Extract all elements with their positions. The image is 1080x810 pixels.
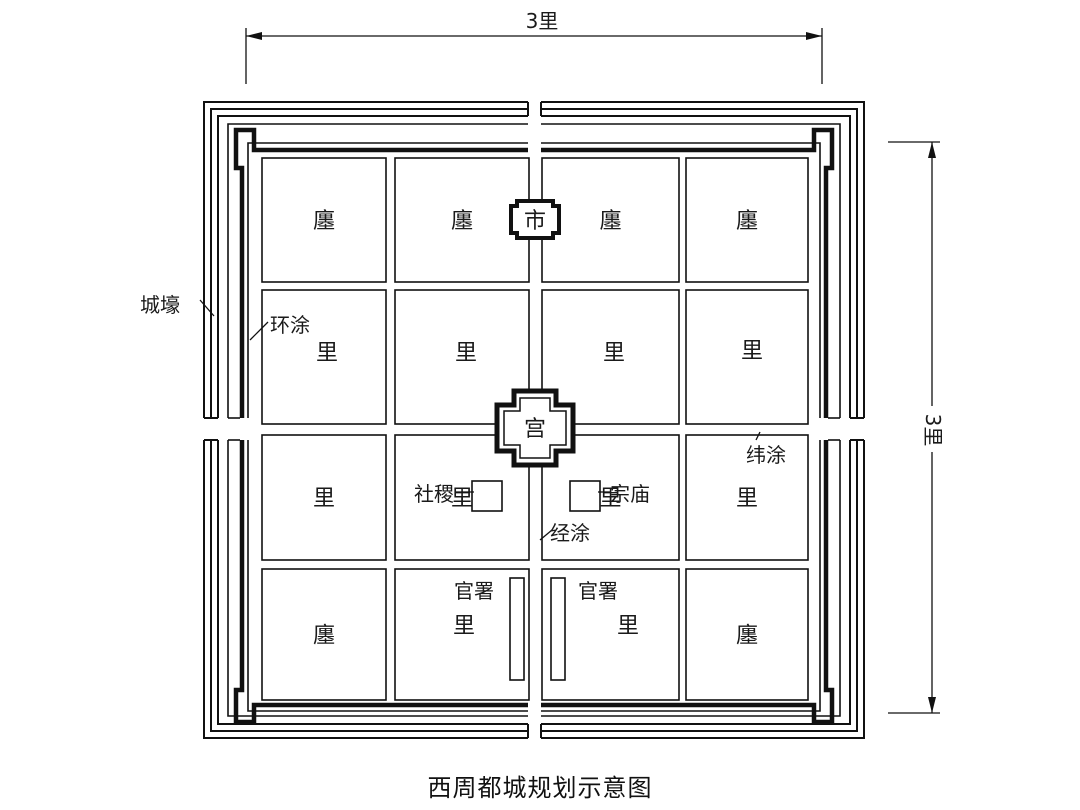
office-left-label: 官署 [454, 579, 494, 603]
leader-lines [199, 299, 761, 541]
block-r1-c1 [394, 289, 530, 425]
top-dimension-label: 3里 [526, 9, 559, 33]
block-label-r2-c2: 里 [599, 487, 621, 512]
block-r1-c3 [685, 289, 809, 425]
block-r2-c1 [394, 434, 530, 561]
office-right-label: 官署 [578, 579, 618, 603]
block-r2-c3 [685, 434, 809, 561]
block-label-r0-c3: 廛 [736, 209, 758, 234]
block-r3-c1 [394, 568, 530, 701]
block-label-r3-c1: 里 [453, 614, 475, 639]
block-r3-c3 [685, 568, 809, 701]
temple-label: 宗庙 [610, 482, 650, 506]
block-r0-c0 [261, 157, 387, 283]
altar-label: 社稷 [414, 482, 454, 506]
block-label-r0-c2: 廛 [599, 209, 621, 234]
right-dimension-label: 3里 [921, 414, 945, 447]
block-label-r1-c3: 里 [741, 339, 763, 364]
block-label-r1-c1: 里 [455, 341, 477, 366]
block-r2-c2 [541, 434, 680, 561]
office-strip-right [550, 577, 566, 681]
palace-marker: 宫 [494, 388, 576, 468]
altar-square [471, 480, 503, 512]
block-label-r1-c0: 里 [316, 341, 338, 366]
office-strip-left [509, 577, 525, 681]
east-west-road-label: 纬涂 [746, 443, 786, 467]
moat-label: 城壕 [140, 293, 180, 317]
block-label-r2-c1: 里 [451, 487, 473, 512]
block-label-r0-c0: 廛 [313, 209, 335, 234]
temple-square [569, 480, 601, 512]
block-label-r0-c1: 廛 [451, 209, 473, 234]
block-label-r2-c3: 里 [736, 487, 758, 512]
block-r2-c0 [261, 434, 387, 561]
block-r1-c0 [261, 289, 387, 425]
block-label-r3-c3: 廛 [736, 624, 758, 649]
market-label: 市 [524, 209, 546, 234]
blocks-grid: 廛廛廛廛里里里里里里里里廛里里廛 [261, 157, 809, 701]
block-label-r3-c2: 里 [617, 614, 639, 639]
ring-road-label: 环涂 [270, 313, 310, 337]
moat-lines [203, 101, 865, 739]
palace-label: 宫 [524, 417, 546, 442]
top-dimension [245, 28, 823, 84]
block-r0-c2 [541, 157, 680, 283]
block-r3-c0 [261, 568, 387, 701]
block-label-r3-c0: 廛 [313, 624, 335, 649]
block-label-r1-c2: 里 [603, 341, 625, 366]
city-wall [227, 123, 841, 725]
north-south-road-label: 经涂 [550, 521, 590, 545]
block-r0-c3 [685, 157, 809, 283]
block-r0-c1 [394, 157, 530, 283]
city-plan-diagram: 3里 3里 [140, 8, 946, 739]
figure-caption: 西周都城规划示意图 [427, 774, 653, 802]
market-marker: 市 [509, 199, 561, 240]
block-label-r2-c0: 里 [313, 487, 335, 512]
block-r1-c2 [541, 289, 680, 425]
